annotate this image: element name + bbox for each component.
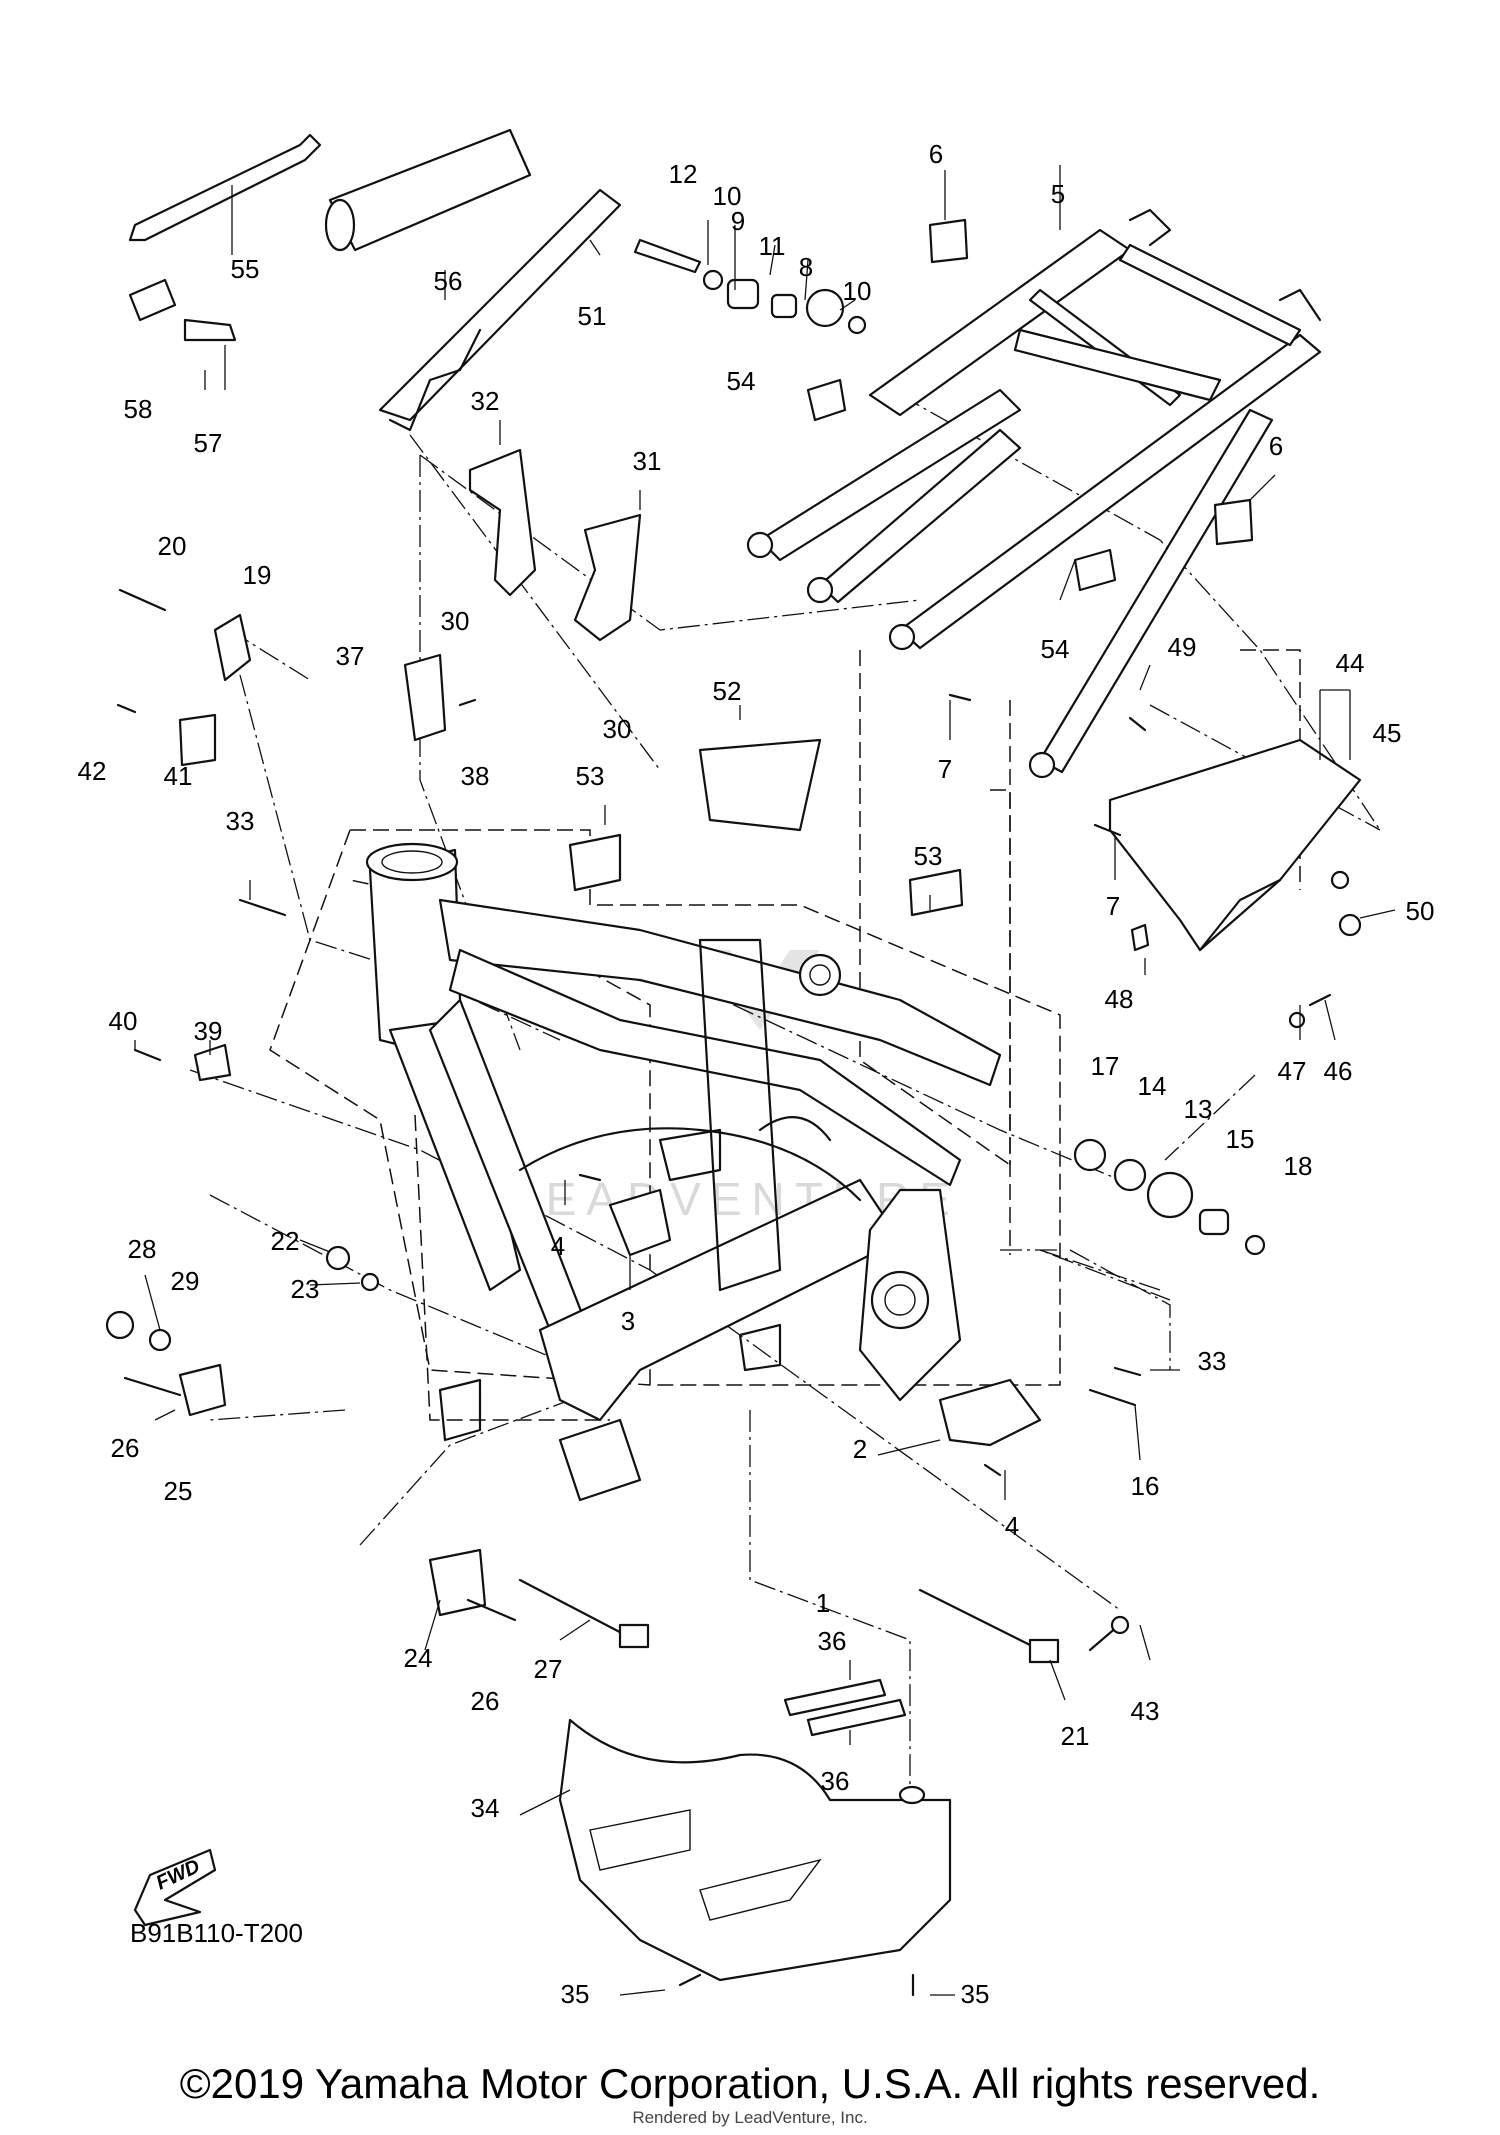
copyright-notice: ©2019 Yamaha Motor Corporation, U.S.A. A… — [179, 2060, 1321, 2107]
callout-36: 36 — [821, 1766, 850, 1796]
callout-48: 48 — [1105, 984, 1134, 1014]
callout-54: 54 — [1041, 634, 1070, 664]
leader-lines — [134, 165, 1396, 1996]
callout-44: 44 — [1336, 648, 1365, 678]
callout-40: 40 — [109, 1006, 138, 1036]
callout-30: 30 — [441, 606, 470, 636]
callout-42: 42 — [78, 756, 107, 786]
callout-54: 54 — [727, 366, 756, 396]
callout-33: 33 — [226, 806, 255, 836]
callout-9: 9 — [731, 206, 745, 236]
callout-3: 3 — [621, 1306, 635, 1336]
callout-41: 41 — [164, 761, 193, 791]
callout-46: 46 — [1324, 1056, 1353, 1086]
callout-49: 49 — [1168, 632, 1197, 662]
callout-25: 25 — [164, 1476, 193, 1506]
callout-34: 34 — [471, 1793, 500, 1823]
callout-57: 57 — [194, 428, 223, 458]
callout-2: 2 — [853, 1434, 867, 1464]
callout-11: 11 — [759, 231, 786, 261]
fwd-arrow-icon: FWD — [133, 1848, 217, 1927]
callout-29: 29 — [171, 1266, 200, 1296]
callout-58: 58 — [124, 394, 153, 424]
callout-35: 35 — [561, 1979, 590, 2009]
callout-1: 1 — [816, 1588, 830, 1618]
callout-8: 8 — [799, 252, 813, 282]
callout-4: 4 — [1005, 1511, 1019, 1541]
callout-28: 28 — [128, 1234, 157, 1264]
callout-26: 26 — [471, 1686, 500, 1716]
callout-50: 50 — [1406, 896, 1435, 926]
callout-13: 13 — [1184, 1094, 1213, 1124]
callout-47: 47 — [1278, 1056, 1307, 1086]
callout-6: 6 — [1269, 431, 1283, 461]
callout-36: 36 — [818, 1626, 847, 1656]
callout-30: 30 — [603, 714, 632, 744]
callout-38: 38 — [461, 761, 490, 791]
guide-lines — [189, 394, 1381, 1790]
callout-56: 56 — [434, 266, 463, 296]
callout-6: 6 — [929, 139, 943, 169]
rendered-by: Rendered by LeadVenture, Inc. — [632, 2108, 868, 2127]
callout-7: 7 — [938, 754, 952, 784]
callout-12: 12 — [669, 159, 698, 189]
callout-51: 51 — [578, 301, 607, 331]
small-parts — [105, 128, 1362, 1997]
callout-15: 15 — [1226, 1124, 1255, 1154]
callout-10: 10 — [713, 181, 742, 211]
callout-33: 33 — [1198, 1346, 1227, 1376]
callout-16: 16 — [1131, 1471, 1160, 1501]
callout-10: 10 — [843, 276, 872, 306]
callout-24: 24 — [404, 1643, 433, 1673]
callout-4: 4 — [551, 1231, 565, 1261]
callout-20: 20 — [158, 531, 187, 561]
callout-37: 37 — [336, 641, 365, 671]
callout-21: 21 — [1061, 1721, 1090, 1751]
callout-35: 35 — [961, 1979, 990, 2009]
callout-53: 53 — [576, 761, 605, 791]
callout-14: 14 — [1138, 1071, 1167, 1101]
callout-39: 39 — [194, 1016, 223, 1046]
callout-27: 27 — [534, 1654, 563, 1684]
callout-26: 26 — [111, 1433, 140, 1463]
callout-19: 19 — [243, 560, 272, 590]
main-frame — [365, 842, 1002, 1502]
diagram-code: B91B110-T200 — [130, 1918, 303, 1948]
rear-subframe — [746, 208, 1322, 779]
callout-22: 22 — [271, 1226, 300, 1256]
callout-5: 5 — [1051, 179, 1065, 209]
callout-55: 55 — [231, 254, 260, 284]
callout-31: 31 — [633, 446, 662, 476]
callout-18: 18 — [1284, 1151, 1313, 1181]
callout-53: 53 — [914, 841, 943, 871]
callout-43: 43 — [1131, 1696, 1160, 1726]
callout-52: 52 — [713, 676, 742, 706]
callout-32: 32 — [471, 386, 500, 416]
callout-17: 17 — [1091, 1051, 1120, 1081]
callout-23: 23 — [291, 1274, 320, 1304]
callout-7: 7 — [1106, 891, 1120, 921]
callout-45: 45 — [1373, 718, 1402, 748]
